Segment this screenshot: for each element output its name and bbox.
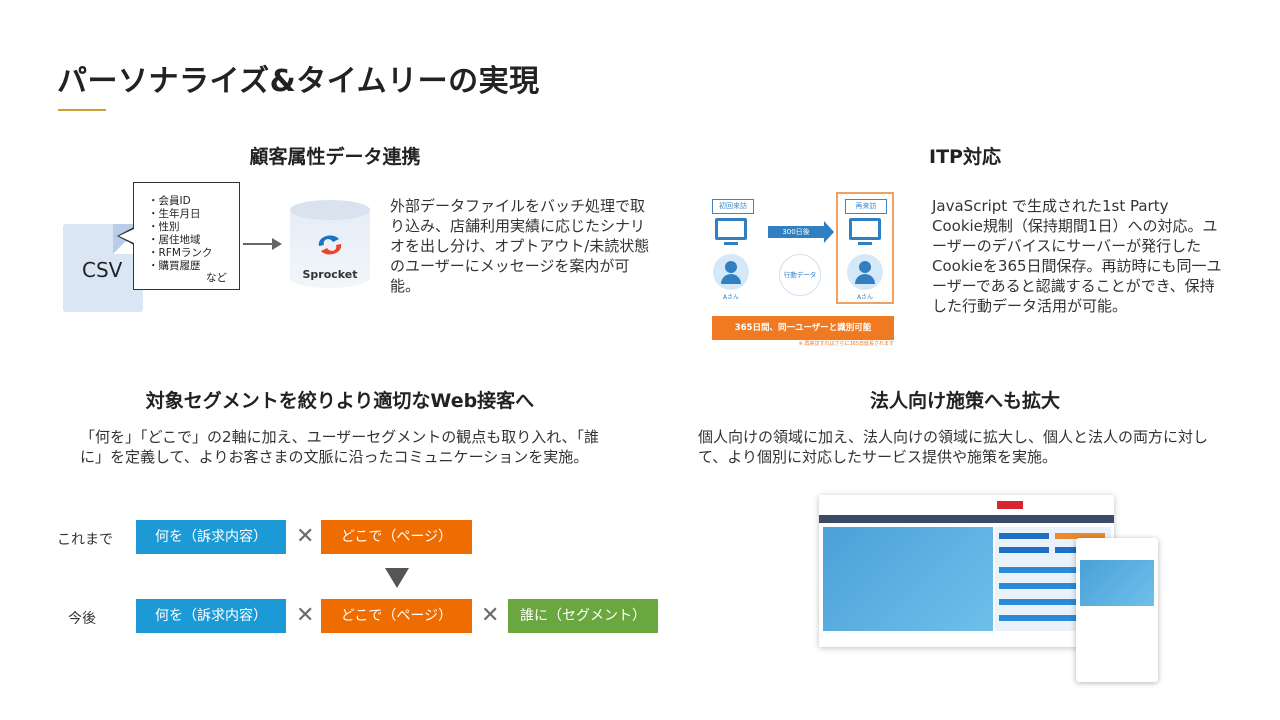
arrow-icon <box>243 243 273 245</box>
corporate-description: 個人向けの領域に加え、法人向けの領域に拡大し、個人と法人の両方に対して、より個別… <box>698 428 1209 466</box>
monitor-icon <box>849 218 881 240</box>
revisit-label: 再来訪 <box>845 199 887 214</box>
what-box: 何を（訴求内容） <box>136 520 286 554</box>
customer-description: 外部データファイルをバッチ処理で取り込み、店舗利用実績に応じたシナリオを出し分け… <box>390 197 650 295</box>
attributes-bubble: 会員ID 生年月日 性別 居住地域 RFMランク 購買履歴 など <box>133 182 240 290</box>
identification-bar: 365日間、同一ユーザーと識別可能 <box>712 316 894 340</box>
corporate-section-heading: 法人向け施策へも拡大 <box>869 390 1060 412</box>
what-box: 何を（訴求内容） <box>136 599 286 633</box>
desktop-site-screenshot <box>819 495 1114 647</box>
behavior-data-badge: 行動データ <box>779 254 821 296</box>
who-box: 誰に（セグメント） <box>508 599 658 633</box>
title-underline <box>58 109 106 111</box>
revisit-frame <box>836 192 894 304</box>
monitor-stand <box>724 242 738 245</box>
person-a-label: Aさん <box>856 294 874 301</box>
attribute-item: 居住地域 <box>148 234 239 247</box>
monitor-icon <box>715 218 747 240</box>
where-box: どこで（ページ） <box>321 599 472 633</box>
attribute-more: など <box>206 272 227 284</box>
attribute-item: 性別 <box>148 221 239 234</box>
segment-section-heading: 対象セグメントを絞りより適切なWeb接客へ <box>145 390 535 412</box>
attribute-item: RFMランク <box>148 247 239 260</box>
arrow-head-icon <box>272 238 282 250</box>
days-label: 300日後 <box>782 228 810 236</box>
times-icon: ✕ <box>296 524 315 549</box>
user-icon <box>713 254 749 290</box>
database-icon <box>290 210 370 288</box>
row-label-after: 今後 <box>68 611 96 627</box>
attribute-item: 生年月日 <box>148 208 239 221</box>
segment-description: 「何を」「どこで」の2軸に加え、ユーザーセグメントの観点も取り入れ、「誰に」を定… <box>80 428 599 466</box>
where-box: どこで（ページ） <box>321 520 472 554</box>
bubble-tail-inner <box>119 229 134 243</box>
user-icon <box>847 254 883 290</box>
first-visit-label: 初回来訪 <box>712 199 754 214</box>
sprocket-label: Sprocket <box>302 268 358 281</box>
database-top <box>290 200 370 220</box>
itp-note: ※ 再来訪すればさらに365日延長されます <box>798 341 894 347</box>
arrow-down-icon <box>385 568 409 588</box>
itp-section-heading: ITP対応 <box>929 146 1001 168</box>
person-a-label: Aさん <box>722 294 740 301</box>
csv-label: CSV <box>82 258 123 282</box>
arrow-right-head <box>824 221 834 243</box>
row-label-before: これまで <box>57 532 113 548</box>
attribute-item: 購買履歴 <box>148 260 239 273</box>
arrow-right-icon <box>768 226 824 238</box>
page-title: パーソナライズ&タイムリーの実現 <box>57 64 540 99</box>
mobile-site-screenshot <box>1076 538 1158 682</box>
sprocket-logo-icon <box>318 235 342 255</box>
customer-section-heading: 顧客属性データ連携 <box>249 146 421 168</box>
monitor-stand <box>858 242 872 245</box>
itp-description: JavaScript で生成された1st Party Cookie規制（保持期間… <box>932 197 1222 315</box>
attribute-item: 会員ID <box>148 195 239 208</box>
times-icon: ✕ <box>296 603 315 628</box>
times-icon: ✕ <box>481 603 500 628</box>
